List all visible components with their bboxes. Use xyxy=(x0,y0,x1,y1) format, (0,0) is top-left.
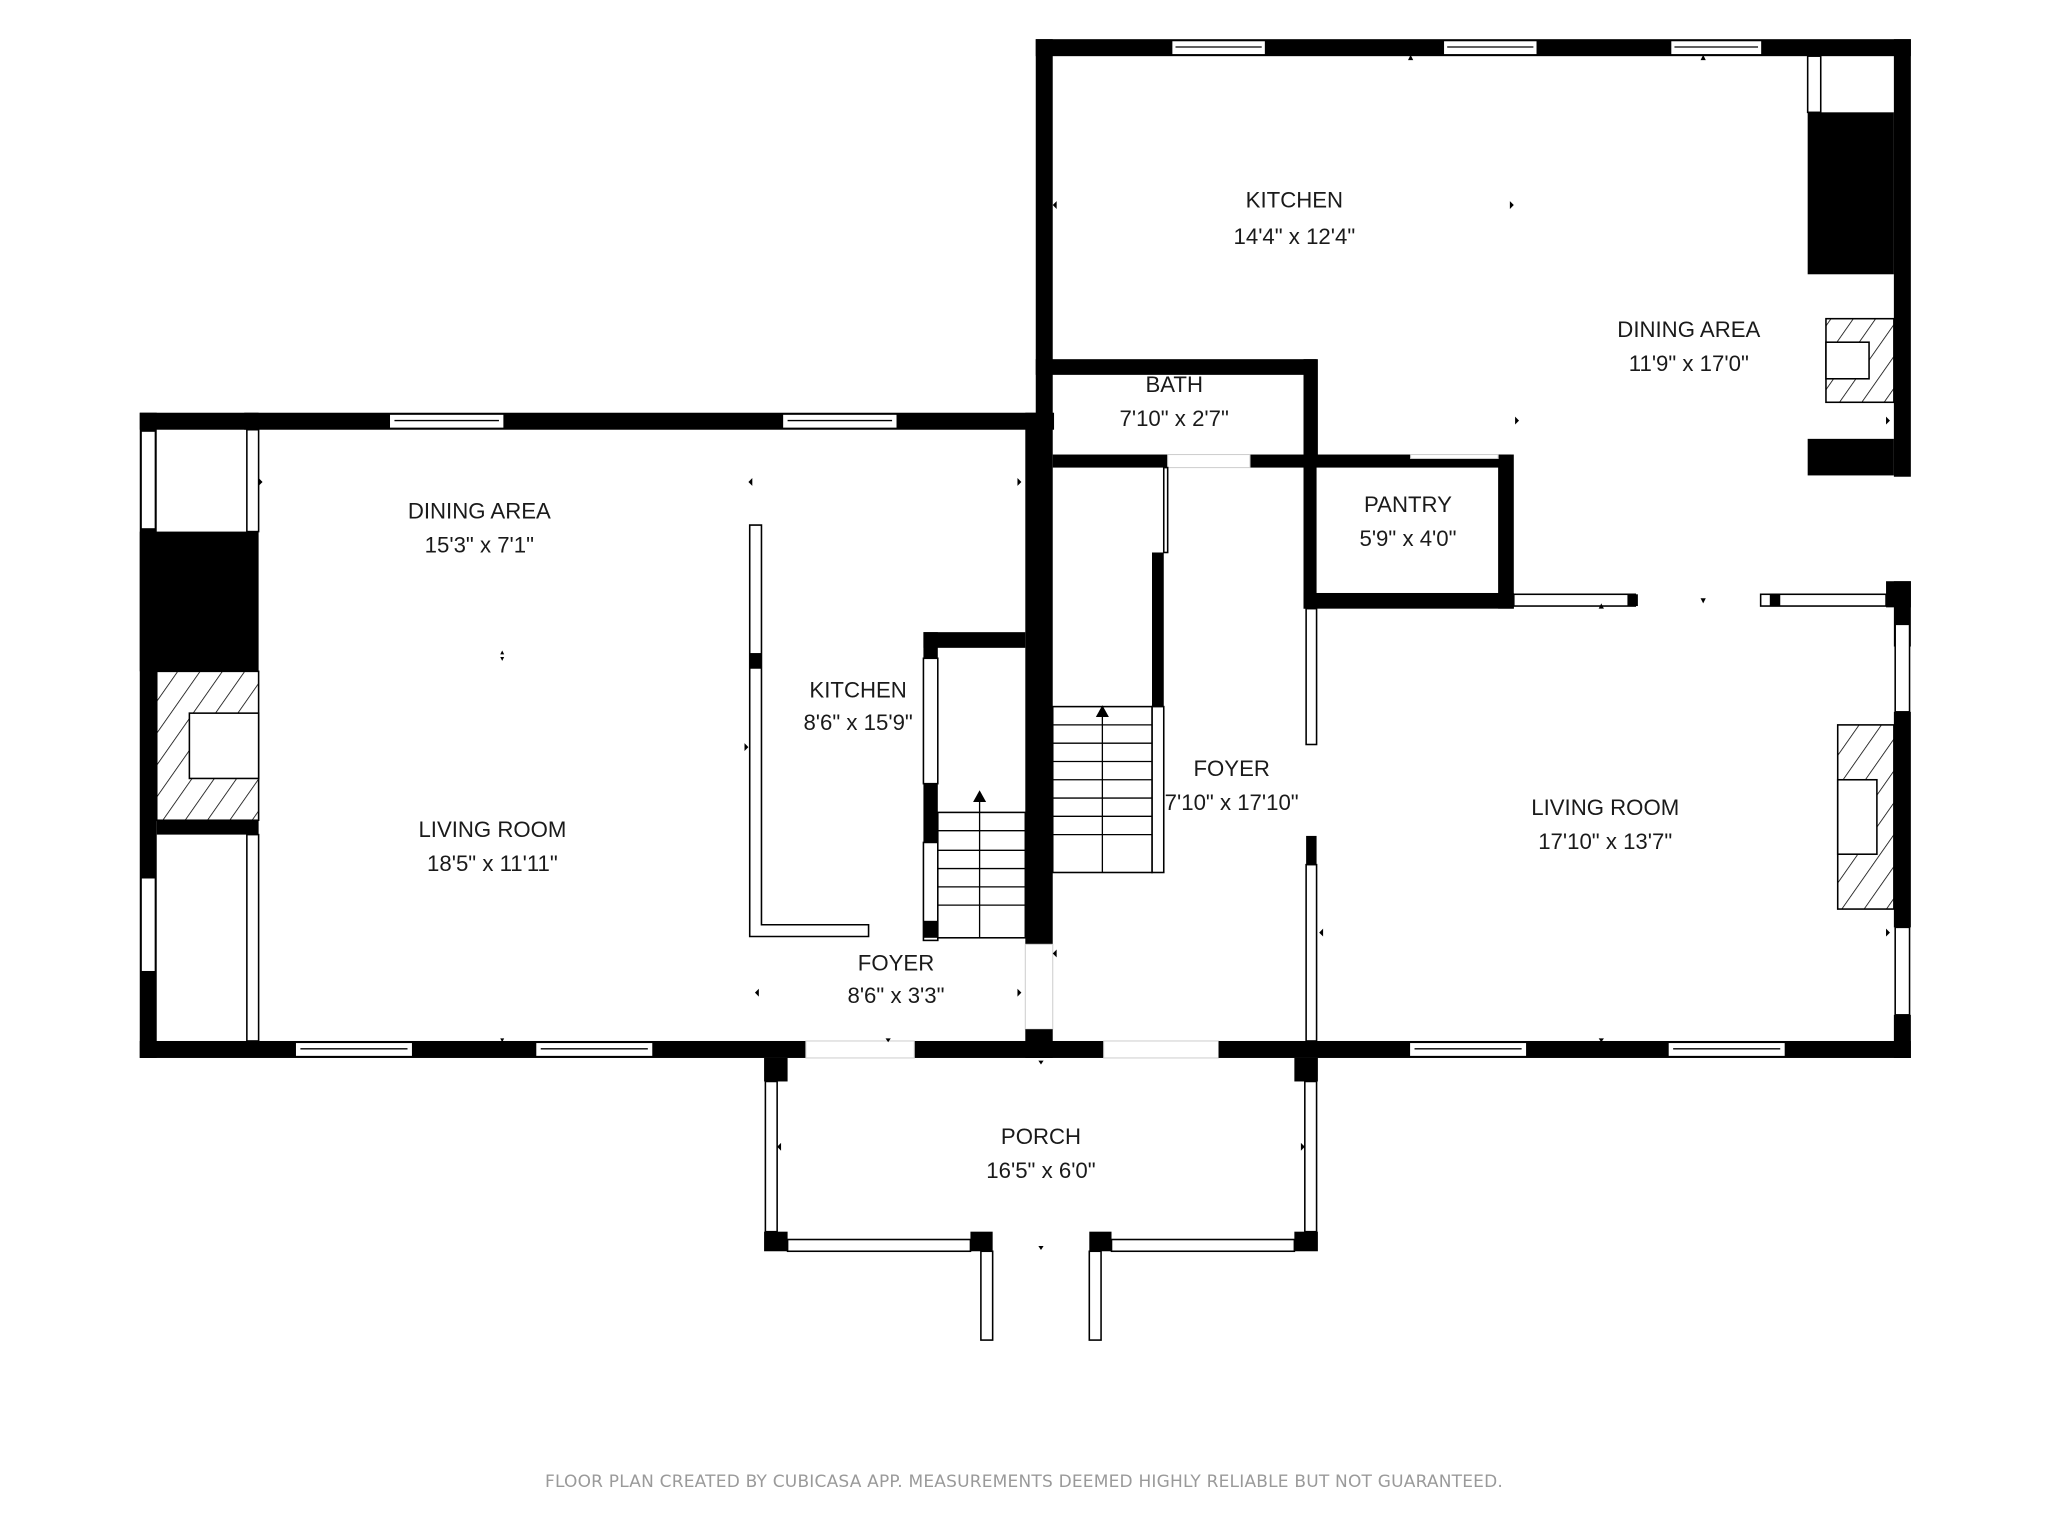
svg-text:5'9" x 4'0": 5'9" x 4'0" xyxy=(1359,526,1456,551)
svg-text:15'3" x 7'1": 15'3" x 7'1" xyxy=(425,532,534,557)
windows-top xyxy=(1170,39,1763,56)
left-block-walls xyxy=(139,412,1104,1058)
bottom-wall-right xyxy=(805,1040,1911,1059)
room-label-dining-left: DINING AREA 15'3" x 7'1" xyxy=(408,499,551,558)
svg-text:FOYER: FOYER xyxy=(858,950,934,975)
room-label-foyer-small: FOYER 8'6" x 3'3" xyxy=(847,950,944,1008)
kitchen-counter xyxy=(748,524,870,938)
svg-text:KITCHEN: KITCHEN xyxy=(809,677,906,702)
svg-text:DINING AREA: DINING AREA xyxy=(1617,317,1760,342)
svg-text:11'9" x 17'0": 11'9" x 17'0" xyxy=(1629,351,1749,376)
living-right-top-wall xyxy=(1513,581,1911,608)
room-label-living-right: LIVING ROOM 17'10" x 13'7" xyxy=(1531,795,1679,854)
porch xyxy=(764,1057,1318,1341)
room-label-foyer-center: FOYER 7'10" x 17'10" xyxy=(1165,756,1299,815)
svg-text:PANTRY: PANTRY xyxy=(1364,492,1452,517)
room-label-kitchen-upper: KITCHEN 14'4" x 12'4" xyxy=(1234,188,1356,250)
bath-walls xyxy=(1035,359,1512,469)
center-spine xyxy=(1024,412,1054,1058)
pantry-walls xyxy=(1303,454,1514,609)
living-right-walls xyxy=(1836,623,1911,1058)
svg-text:16'5" x 6'0": 16'5" x 6'0" xyxy=(986,1158,1095,1183)
footer-disclaimer: FLOOR PLAN CREATED BY CUBICASA APP. MEAS… xyxy=(544,1472,1504,1492)
room-label-pantry: PANTRY 5'9" x 4'0" xyxy=(1359,492,1456,551)
stairs-center xyxy=(1051,466,1169,874)
svg-text:DINING AREA: DINING AREA xyxy=(408,499,551,524)
svg-text:14'4" x 12'4": 14'4" x 12'4" xyxy=(1234,224,1356,249)
stairs-left xyxy=(922,632,1027,942)
room-label-dining-upper: DINING AREA 11'9" x 17'0" xyxy=(1617,317,1760,376)
svg-text:KITCHEN: KITCHEN xyxy=(1246,188,1343,213)
svg-text:PORCH: PORCH xyxy=(1001,1124,1081,1149)
svg-text:8'6" x 3'3": 8'6" x 3'3" xyxy=(847,983,944,1008)
svg-text:7'10" x 2'7": 7'10" x 2'7" xyxy=(1120,406,1229,431)
windows-left-block xyxy=(294,413,899,1058)
svg-text:LIVING ROOM: LIVING ROOM xyxy=(1531,795,1679,820)
svg-text:LIVING ROOM: LIVING ROOM xyxy=(418,817,566,842)
measurement-markers xyxy=(258,54,1890,1250)
svg-text:7'10" x 17'10": 7'10" x 17'10" xyxy=(1165,790,1299,815)
room-label-porch: PORCH 16'5" x 6'0" xyxy=(986,1124,1095,1183)
svg-text:18'5" x 11'11": 18'5" x 11'11" xyxy=(427,851,558,876)
room-label-kitchen-left: KITCHEN 8'6" x 15'9" xyxy=(803,677,912,735)
svg-text:BATH: BATH xyxy=(1145,372,1203,397)
svg-text:17'10" x 13'7": 17'10" x 13'7" xyxy=(1538,829,1672,854)
svg-text:FOYER: FOYER xyxy=(1193,756,1269,781)
upper-block-walls xyxy=(1035,39,1911,647)
room-label-living-left: LIVING ROOM 18'5" x 11'11" xyxy=(418,817,566,876)
room-label-bath: BATH 7'10" x 2'7" xyxy=(1120,372,1229,431)
svg-text:8'6" x 15'9": 8'6" x 15'9" xyxy=(803,710,912,735)
foyer-right-wall xyxy=(1305,607,1318,1042)
